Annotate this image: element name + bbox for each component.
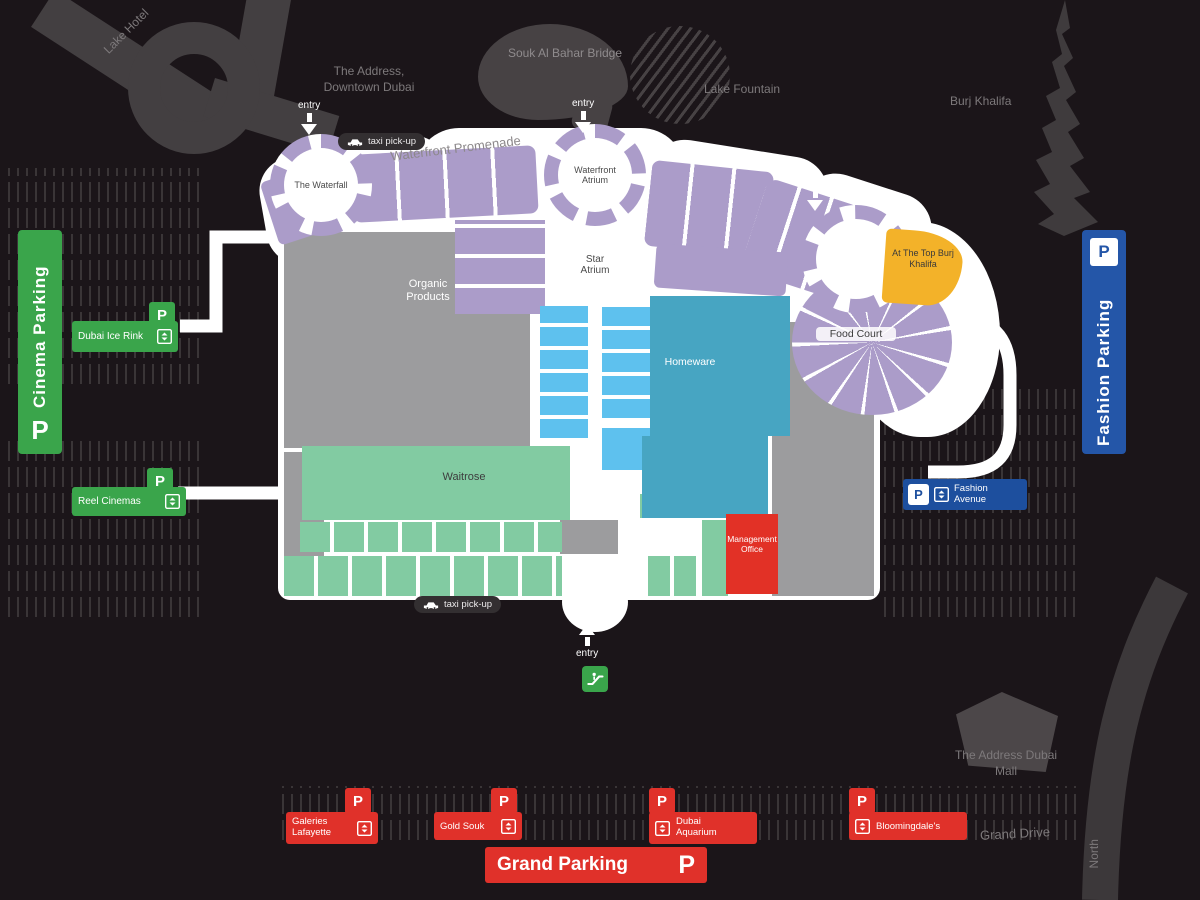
lake-fountain-label: Lake Fountain — [704, 82, 781, 96]
grand-parking-banner: Grand Parking P — [485, 847, 707, 883]
badge-label: Fashion Avenue — [954, 482, 988, 505]
elevator-icon — [165, 494, 180, 509]
parking-p-letter: P — [678, 850, 695, 879]
retail-block-purple — [653, 243, 789, 297]
retail-block-green — [702, 520, 728, 596]
souk-al-bahar-label: Souk Al Bahar Bridge — [507, 46, 623, 60]
parking-badge-bloomingdales: Bloomingdale's — [849, 812, 967, 840]
parking-stalls-left-bottom — [8, 438, 206, 623]
parking-p-square: P — [345, 788, 371, 814]
cinema-parking-banner: Cinema Parking P — [18, 230, 62, 454]
parking-badge-galeries-lafayette: Galeries Lafayette — [286, 812, 378, 844]
entry-label: entry — [298, 100, 321, 111]
fashion-parking-label: Fashion Parking — [1094, 298, 1113, 446]
homeware-label: Homeware — [664, 356, 716, 368]
grand-parking-label: Grand Parking — [497, 854, 628, 875]
taxi-pickup-label: taxi pick-up — [368, 136, 417, 147]
taxi-icon — [423, 601, 439, 609]
entry-arrow-down-icon — [575, 122, 592, 133]
retail-block-blue — [540, 306, 588, 438]
parking-p-letter: P — [31, 415, 49, 445]
taxi-pickup-badge: taxi pick-up — [338, 133, 426, 150]
taxi-icon — [347, 138, 363, 146]
elevator-icon — [655, 820, 670, 836]
store-block-gray-small — [560, 520, 618, 554]
entry-marker-south: entry — [576, 624, 598, 659]
parking-p-square: P — [1090, 238, 1118, 266]
parking-p-square: P — [147, 468, 173, 494]
retail-block-blue — [602, 306, 650, 418]
at-the-top-label: At The Top Burj Khalifa — [892, 248, 954, 269]
parking-badge-gold-souk: Gold Souk — [434, 812, 522, 840]
parking-p-square: P — [849, 788, 875, 814]
elevator-icon — [855, 818, 870, 834]
waterfront-atrium-label: Waterfront Atrium — [574, 164, 616, 185]
badge-label: Galeries Lafayette — [292, 816, 332, 838]
mall-entry-corridor — [566, 560, 624, 626]
parking-p-square: P — [149, 302, 175, 328]
entry-label: entry — [576, 648, 599, 659]
parking-p-square: P — [649, 788, 675, 814]
taxi-pickup-badge: taxi pick-up — [414, 596, 502, 613]
store-block-homeware — [650, 296, 790, 436]
elevator-icon — [357, 820, 372, 836]
entry-marker-waterfront: entry — [572, 98, 594, 133]
badge-label: Bloomingdale's — [876, 820, 941, 832]
address-dubai-mall-label: The Address Dubai Mall — [954, 748, 1058, 778]
entry-marker-northeast: entry — [804, 176, 826, 211]
organic-products-label: Organic Products — [406, 278, 450, 304]
store-block-waitrose — [302, 446, 570, 520]
retail-block-purple — [455, 220, 545, 314]
waitrose-label: Waitrose — [442, 471, 486, 483]
parking-badge-dubai-aquarium: Dubai Aquarium — [649, 812, 757, 844]
elevator-icon — [157, 329, 172, 344]
food-court-label: Food Court — [816, 327, 896, 342]
store-block-teal — [642, 436, 768, 518]
fashion-parking-banner: P Fashion Parking — [1082, 230, 1126, 454]
parking-badge-fashion-avenue: P Fashion Avenue — [903, 479, 1027, 510]
elevator-icon — [501, 818, 516, 834]
management-office-block — [726, 514, 778, 594]
badge-label: Dubai Aquarium — [676, 816, 717, 838]
entry-arrow-down-icon — [812, 189, 818, 198]
entry-arrow-down-icon — [306, 113, 312, 122]
entry-marker-east: entry — [960, 300, 983, 311]
entry-arrow-up-icon — [584, 637, 590, 646]
elevator-icon — [934, 487, 949, 502]
entry-arrow-down-icon — [580, 111, 586, 120]
address-downtown-label: The Address, Downtown Dubai — [323, 64, 415, 94]
star-atrium: Star Atrium — [556, 226, 634, 304]
management-office-label: Management Office — [727, 534, 777, 555]
retail-block-green — [648, 556, 700, 596]
entry-marker-waterfall: entry — [298, 100, 320, 135]
burj-khalifa-silhouette — [1034, 0, 1098, 236]
badge-label: Gold Souk — [440, 820, 485, 832]
waterfront-atrium: Waterfront Atrium — [544, 124, 646, 226]
badge-label: Dubai Ice Rink — [78, 331, 144, 342]
badge-label: Reel Cinemas — [78, 496, 141, 507]
star-atrium-label: Star Atrium — [580, 253, 610, 277]
entry-label: entry — [804, 176, 827, 187]
entry-label: entry — [572, 98, 595, 109]
entry-arrow-down-icon — [301, 124, 318, 135]
escalator-badge — [582, 666, 608, 692]
escalator-icon — [587, 672, 604, 686]
waterfall-atrium: The Waterfall — [270, 134, 372, 236]
burj-khalifa-label: Burj Khalifa — [950, 94, 1012, 108]
retail-block-green — [300, 522, 562, 552]
retail-block-green — [284, 556, 562, 596]
taxi-pickup-label: taxi pick-up — [444, 599, 493, 610]
entry-arrow-up-icon — [579, 624, 596, 635]
parking-p-square: P — [908, 484, 929, 505]
waterfall-label: The Waterfall — [294, 179, 348, 190]
parking-p-square: P — [491, 788, 517, 814]
entry-arrow-down-icon — [807, 200, 824, 211]
cinema-parking-label: Cinema Parking — [30, 265, 49, 409]
